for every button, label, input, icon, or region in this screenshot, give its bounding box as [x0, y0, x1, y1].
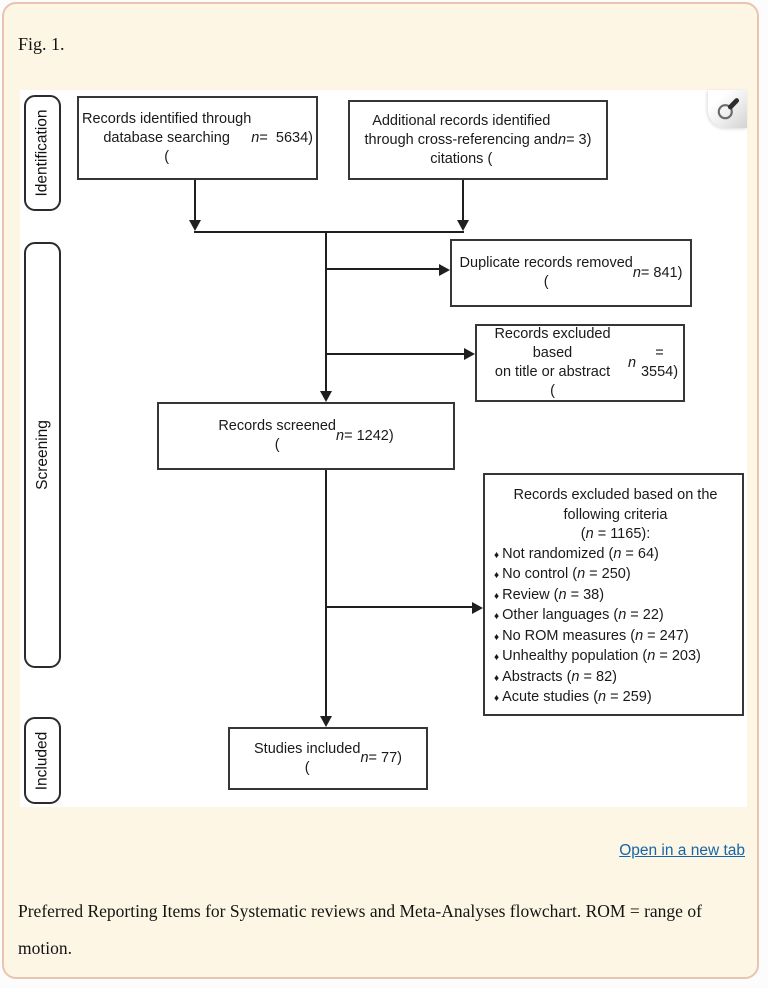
figure-caption: Preferred Reporting Items for Systematic…	[18, 901, 702, 958]
arrowhead-into-criteria	[472, 602, 483, 614]
criteria-item-text: Acute studies (n = 259)	[502, 689, 652, 705]
criteria-item: ♦Not randomized (n = 64)	[493, 545, 738, 566]
arrowhead-into-screened	[320, 391, 332, 402]
criteria-item: ♦No control (n = 250)	[493, 565, 738, 586]
criteria-item-text: Abstracts (n = 82)	[502, 668, 617, 685]
figure-image[interactable]: Identification Screening Included Record…	[20, 90, 747, 807]
stage-label-included: Included	[24, 717, 61, 804]
stage-label-identification: Identification	[24, 95, 61, 211]
criteria-item: ♦Other languages (n = 22)	[493, 606, 738, 627]
criteria-item: ♦Review (n = 38)	[493, 586, 738, 607]
diamond-bullet-icon: ♦	[494, 693, 500, 704]
criteria-item: ♦Unhealthy population (n = 203)	[493, 647, 738, 668]
figure-zoom-button[interactable]	[708, 90, 747, 128]
connector-branch-criteria	[326, 606, 472, 608]
criteria-item-text: Review (n = 38)	[502, 586, 605, 603]
connector-branch-title-abstract	[326, 353, 464, 355]
diamond-bullet-icon: ♦	[494, 611, 500, 622]
connector-merge-horizontal	[194, 231, 464, 233]
magnifier-icon	[717, 98, 739, 120]
connector-spine-lower	[325, 470, 327, 716]
diamond-bullet-icon: ♦	[494, 549, 500, 561]
diamond-bullet-icon: ♦	[494, 590, 500, 602]
criteria-item: ♦Acute studies (n = 259)	[493, 688, 738, 709]
diamond-bullet-icon: ♦	[494, 652, 500, 663]
flow-box-records-screened: Records screened(n = 1242)	[157, 402, 455, 470]
criteria-item: ♦Abstracts (n = 82)	[493, 668, 738, 689]
flow-box-duplicates-removed: Duplicate records removed(n = 841)	[450, 239, 692, 307]
criteria-item-text: Other languages (n = 22)	[502, 607, 664, 623]
stage-label-screening: Screening	[24, 242, 61, 668]
stage-label-text: Included	[33, 731, 51, 790]
connector-spine-upper	[325, 231, 327, 391]
stage-label-text: Identification	[33, 109, 51, 197]
diamond-bullet-icon: ♦	[494, 570, 500, 581]
criteria-item-text: No control (n = 250)	[502, 566, 631, 582]
stage-label-text: Screening	[33, 420, 51, 490]
arrowhead-into-duplicates	[439, 264, 450, 276]
criteria-item-text: No ROM measures (n = 247)	[502, 627, 689, 644]
arrowhead-into-included	[320, 716, 332, 727]
connector-identified-down	[194, 180, 196, 221]
diamond-bullet-icon: ♦	[494, 631, 500, 643]
criteria-item-text: Not randomized (n = 64)	[502, 545, 659, 562]
excluded-criteria-list: ♦Not randomized (n = 64)♦No control (n =…	[493, 545, 738, 709]
open-in-new-tab-link[interactable]: Open in a new tab	[619, 842, 745, 859]
flow-box-studies-included: Studies included(n = 77)	[228, 727, 428, 790]
criteria-item: ♦No ROM measures (n = 247)	[493, 627, 738, 648]
figure-number-label: Fig. 1.	[18, 34, 65, 54]
diamond-bullet-icon: ♦	[494, 672, 500, 684]
arrowhead-into-title-abstract	[464, 348, 475, 360]
connector-additional-down	[462, 180, 464, 221]
arrowhead-additional-down	[457, 220, 469, 231]
criteria-item-text: Unhealthy population (n = 203)	[502, 648, 701, 664]
connector-branch-duplicates	[326, 268, 439, 270]
arrowhead-identified-down	[189, 220, 201, 231]
